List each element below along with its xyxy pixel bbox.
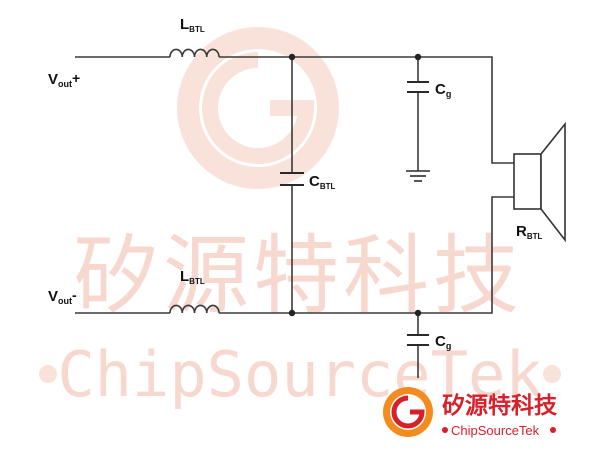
capacitor-cg-top-icon — [407, 81, 429, 93]
junction-dot — [288, 53, 296, 61]
ground-icon — [406, 170, 430, 182]
wire-top-rail — [219, 56, 514, 164]
capacitor-cg-bottom-icon — [407, 334, 429, 346]
brand-logo: 矽源特科技 ChipSourceTek — [383, 387, 558, 438]
capacitor-cbtl-icon — [280, 172, 304, 186]
watermark-logo-icon — [177, 27, 339, 189]
junctions — [288, 53, 422, 317]
brand-logo-dot-left — [442, 427, 448, 433]
labels: Vout+ Vout- LBTL LBTL CBTL Cg Cg RBTL — [48, 16, 543, 351]
watermark-dot-left — [39, 365, 57, 383]
speaker-icon — [513, 121, 566, 243]
label-inductor-top: LBTL — [180, 16, 205, 34]
label-inductor-bottom: LBTL — [180, 268, 205, 286]
label-cap-btl: CBTL — [309, 173, 336, 191]
label-cap-g-top: Cg — [435, 81, 451, 99]
junction-dot — [414, 53, 422, 61]
junction-dot — [288, 309, 296, 317]
watermark: 矽源特科技 ChipSourceTek — [39, 27, 561, 411]
watermark-latin-text: ChipSourceTek — [57, 338, 542, 411]
label-speaker: RBTL — [516, 223, 543, 241]
wire-bottom-rail — [219, 196, 514, 314]
label-vout-plus: Vout+ — [48, 70, 80, 89]
label-vout-minus: Vout- — [48, 287, 77, 306]
brand-logo-chinese: 矽源特科技 — [442, 393, 558, 419]
inductor-top-icon — [169, 48, 220, 58]
brand-logo-latin: ChipSourceTek — [451, 423, 540, 438]
label-cap-g-bottom: Cg — [435, 333, 451, 351]
brand-logo-dot-right — [550, 427, 556, 433]
inductor-bottom-icon — [169, 304, 220, 314]
watermark-dot-right — [543, 365, 561, 383]
watermark-chinese-text: 矽源特科技 — [73, 226, 523, 326]
junction-dot — [414, 309, 422, 317]
wiring — [75, 56, 514, 378]
brand-logo-icon — [383, 387, 433, 437]
